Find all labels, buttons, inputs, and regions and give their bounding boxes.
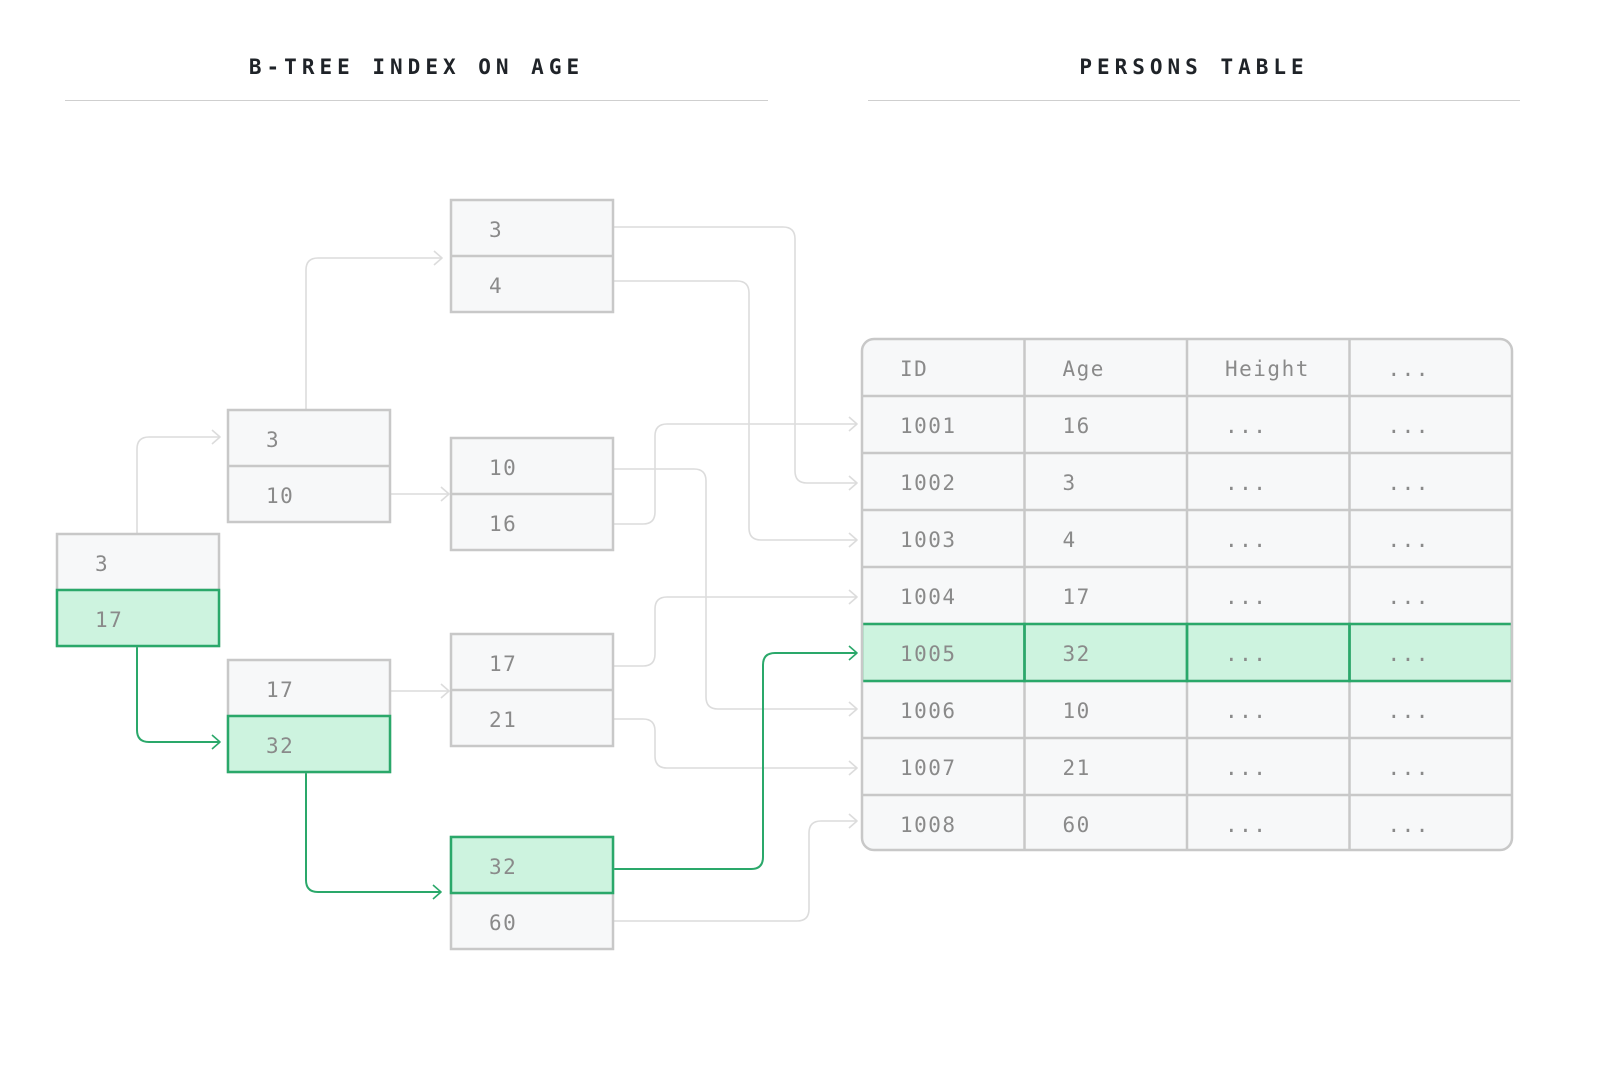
btree-key: 60 [489,911,517,935]
connector-leaf3-to-row-1004 [614,596,857,667]
btree-key: 10 [266,484,294,508]
table-cell: ... [1225,414,1267,438]
btree-key: 32 [489,855,517,879]
table-header-cell: Height [1225,357,1310,381]
index-title: B-TREE INDEX ON AGE [248,55,585,79]
connector-l1b-to-leaf4-highlight [305,772,441,893]
connector-leaf2-to-row-1001 [614,423,857,525]
btree-node-l1-a: 3 10 [226,408,392,524]
table-title: PERSONS TABLE [1079,55,1309,79]
table-cell: 1004 [900,585,957,609]
connector-leaf1-to-row-1003 [614,280,857,541]
connector-leaf3-to-row-1007 [614,718,857,769]
table-cell: ... [1388,528,1430,552]
table-cell: ... [1388,642,1430,666]
table-cell: 1008 [900,813,957,837]
connector-leaf1-to-row-1002 [614,226,857,484]
table-cell: ... [1388,585,1430,609]
table-cell: ... [1225,585,1267,609]
btree-key: 17 [489,652,517,676]
table-cell: 1003 [900,528,957,552]
table-cell: ... [1388,813,1430,837]
table-header-cell: ID [900,357,928,381]
btree-node-leaf-2: 10 16 [449,436,615,552]
btree-node-root: 3 17 [55,532,221,648]
connector-leaf4-to-row-1008 [614,820,857,922]
table-cell: 1007 [900,756,957,780]
btree-key: 32 [266,734,294,758]
table-cell: 3 [1063,471,1077,495]
table-header-cell: Age [1063,357,1105,381]
btree-key: 3 [266,428,280,452]
table-cell: ... [1388,699,1430,723]
btree-key: 17 [266,678,294,702]
table-cell: ... [1225,756,1267,780]
btree-node-leaf-4: 32 60 [449,835,615,951]
table-header-cell: ... [1388,357,1430,381]
table-cell: 16 [1063,414,1091,438]
btree-node-leaf-1: 34 [449,198,615,314]
table-cell: 60 [1063,813,1091,837]
table-cell: ... [1225,471,1267,495]
table-title-rule [868,100,1520,101]
btree-key: 21 [489,708,517,732]
table-cell: 1002 [900,471,957,495]
table-cell: 21 [1063,756,1091,780]
btree-key: 4 [489,274,503,298]
table-cell: ... [1388,471,1430,495]
connectors [136,226,858,922]
table-cell: 17 [1063,585,1091,609]
btree-key-highlight [55,588,221,648]
connector-l1a-to-leaf1 [305,257,442,410]
table-cell: 1005 [900,642,957,666]
table-cell: 1001 [900,414,957,438]
table-cell: ... [1225,528,1267,552]
btree-key: 3 [95,552,109,576]
table-cell: 32 [1063,642,1091,666]
persons-table-border [860,337,1514,852]
table-cell: ... [1225,642,1267,666]
table-cell: 4 [1063,528,1077,552]
index-title-rule [65,100,768,101]
table-cell: ... [1225,813,1267,837]
table-cell-highlight [1348,622,1512,683]
btree-key-highlight [449,835,615,895]
connector-root-to-l1b-highlight [136,646,220,743]
table-cell: ... [1388,756,1430,780]
connector-root-to-l1a [136,436,220,534]
btree-key: 10 [489,456,517,480]
connector-leaf2-to-row-1006 [614,468,857,710]
table-cell: ... [1225,699,1267,723]
btree-key: 17 [95,608,123,632]
table-cell: 1006 [900,699,957,723]
btree-key: 3 [489,218,503,242]
persons-table: ID Age Height... 1001 16...... 1002 3...... 100… [862,339,1512,850]
btree-key-highlight [226,714,392,774]
table-cell: ... [1388,414,1430,438]
connector-leaf4-to-row-1005-highlight [614,652,857,870]
table-cell: 10 [1063,699,1091,723]
btree-key: 16 [489,512,517,536]
